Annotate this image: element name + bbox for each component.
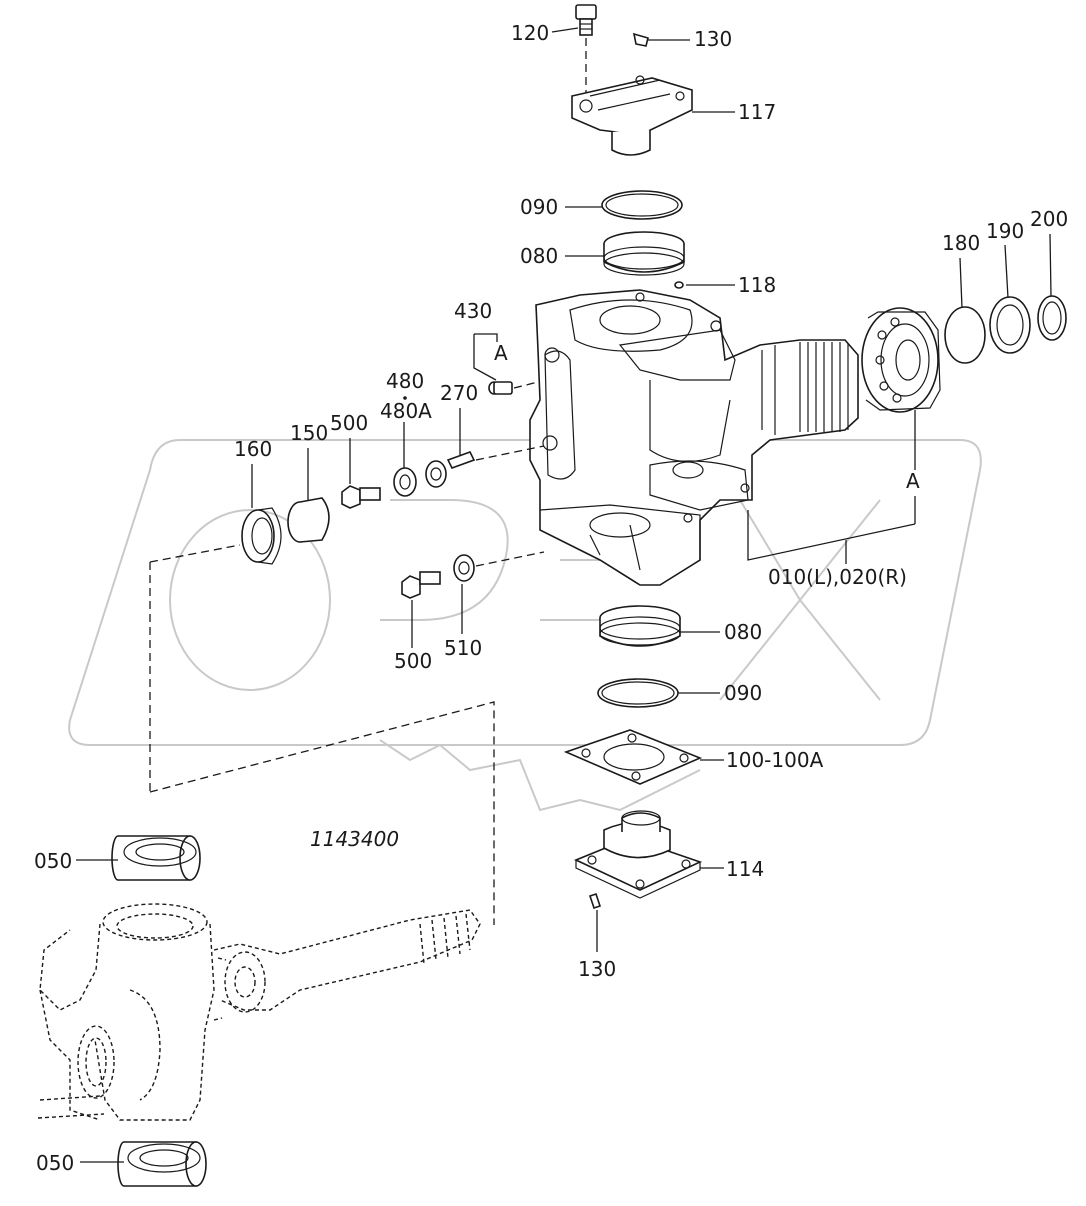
pin-270 — [446, 451, 476, 469]
shim-180 — [944, 306, 986, 364]
lower-bearing-cover-114 — [574, 810, 703, 899]
label-114: 114 — [726, 857, 764, 881]
label-090-top: 090 — [520, 195, 558, 219]
ball-118 — [674, 281, 684, 289]
phantom-axle-housing — [37, 903, 481, 1121]
label-130-bottom: 130 — [578, 957, 616, 981]
label-080-bottom: 080 — [724, 620, 762, 644]
o-ring-090-top — [601, 190, 683, 220]
seal-190 — [989, 296, 1031, 354]
label-500-lower: 500 — [394, 649, 432, 673]
ring-200 — [1037, 295, 1067, 341]
pin-130-top — [632, 32, 649, 47]
label-100: 100-100A — [726, 748, 824, 772]
o-ring-090-bottom — [597, 678, 679, 708]
steering-knuckle-housing — [529, 289, 859, 586]
bearing-050-bottom — [117, 1141, 207, 1187]
label-430: 430 — [454, 299, 492, 323]
label-118: 118 — [738, 273, 776, 297]
pin-130-bottom — [588, 892, 602, 910]
label-480: 480 — [386, 369, 424, 393]
label-480a: 480A — [380, 399, 432, 423]
label-117: 117 — [738, 100, 776, 124]
bolt-120 — [575, 4, 597, 36]
label-270: 270 — [440, 381, 478, 405]
drawing-number: 1143400 — [310, 827, 399, 851]
bolt-500-upper — [341, 485, 381, 509]
label-190: 190 — [986, 219, 1024, 243]
label-assembly: 010(L),020(R) — [768, 565, 907, 589]
label-200: 200 — [1030, 207, 1068, 231]
gasket-100 — [563, 729, 703, 785]
label-dot-480 — [403, 396, 407, 400]
seal-160 — [241, 507, 282, 565]
label-180: 180 — [942, 231, 980, 255]
bearing-cup-080-top — [603, 231, 685, 276]
reference-a-left: A — [494, 341, 508, 365]
label-080-top: 080 — [520, 244, 558, 268]
bolt-500-lower — [401, 571, 441, 599]
washer-510 — [453, 554, 475, 582]
label-510: 510 — [444, 636, 482, 660]
bearing-050-top — [111, 835, 201, 881]
label-500-upper: 500 — [330, 411, 368, 435]
label-160: 160 — [234, 437, 272, 461]
reference-a-right: A — [906, 469, 920, 493]
label-050-bottom: 050 — [36, 1151, 74, 1175]
upper-bearing-cover-117 — [571, 75, 693, 156]
label-130-top: 130 — [694, 27, 732, 51]
washer-480 — [393, 467, 417, 497]
label-050-top: 050 — [34, 849, 72, 873]
plug-430 — [488, 381, 513, 395]
washer-480a — [425, 460, 447, 488]
label-150: 150 — [290, 421, 328, 445]
bearing-cup-080-bottom — [599, 605, 681, 647]
drive-flange — [861, 307, 941, 413]
bushing-150 — [287, 497, 330, 543]
label-120: 120 — [511, 21, 549, 45]
label-090-bottom: 090 — [724, 681, 762, 705]
opex-watermark — [68, 439, 982, 812]
